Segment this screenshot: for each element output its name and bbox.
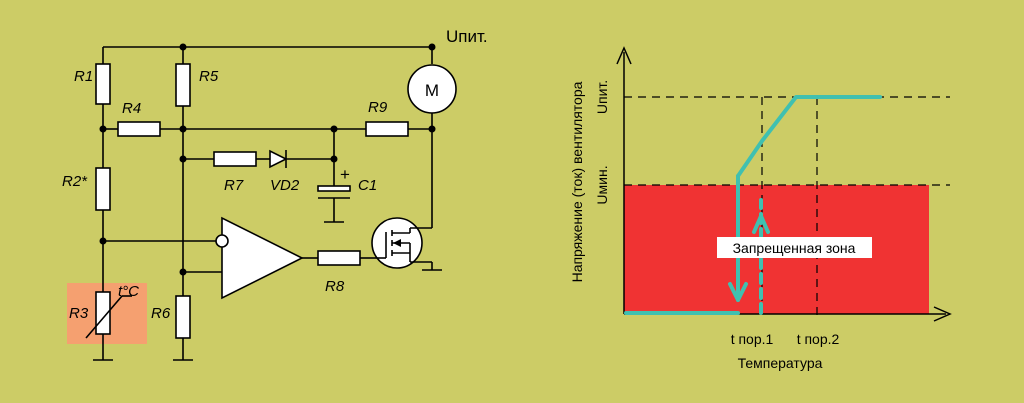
supply-label: Uпит. [446, 27, 488, 46]
x-axis-arrow [933, 306, 952, 322]
motor-label: M [425, 81, 439, 100]
label-r3: R3 [69, 305, 89, 322]
label-r1: R1 [74, 68, 93, 85]
label-r5: R5 [199, 68, 219, 85]
zone-label-box [717, 237, 872, 258]
x-axis-label: Температура [738, 355, 823, 371]
label-r4: R4 [122, 100, 141, 117]
diode-vd2 [269, 149, 288, 169]
label-r6: R6 [151, 305, 171, 322]
y-tick-upit: Uпит. [594, 80, 610, 114]
label-c1-polarity: + [340, 165, 350, 184]
label-r7: R7 [224, 177, 244, 194]
fan-curve [624, 95, 882, 315]
y-axis-arrow [616, 46, 632, 65]
y-axis-label: Напряжение (ток) вентилятора [569, 81, 585, 282]
comparator-icon [221, 216, 304, 300]
thermistor-slash [85, 295, 123, 339]
label-temp: t°C [118, 283, 139, 300]
y-tick-umin: Uмин. [594, 165, 610, 204]
label-vd2: VD2 [270, 177, 300, 194]
label-r8: R8 [325, 278, 345, 295]
x-tick-tpor1: t пор.1 [731, 331, 774, 347]
zone-label: Запрещенная зона [733, 240, 856, 256]
label-c1: C1 [358, 177, 377, 194]
x-tick-tpor2: t пор.2 [797, 331, 840, 347]
label-r2: R2* [62, 173, 88, 190]
label-r9: R9 [368, 99, 388, 116]
capacitor-c1 [317, 185, 351, 192]
